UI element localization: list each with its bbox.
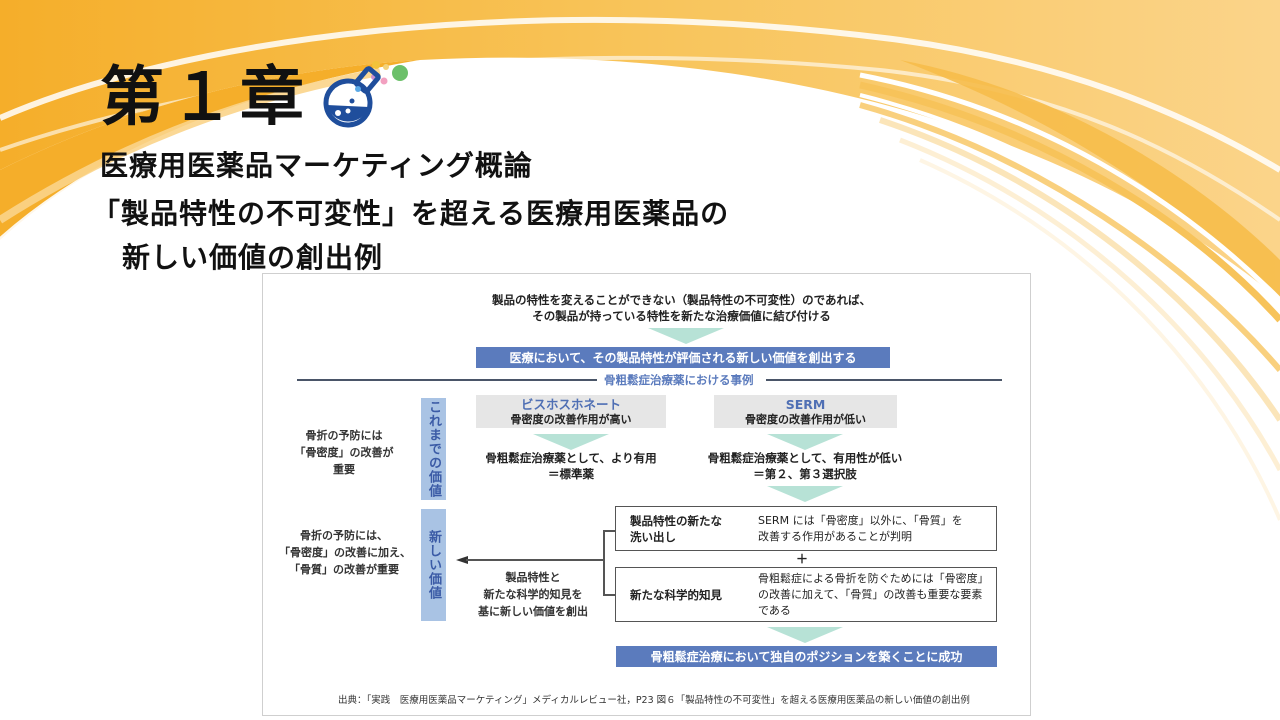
arrow-line bbox=[466, 559, 603, 561]
section-label: 骨粗鬆症治療薬における事例 bbox=[604, 373, 754, 387]
old-note-line: 「骨密度」の改善が bbox=[294, 446, 394, 459]
caption-line: 新たな科学的知見を bbox=[483, 588, 583, 601]
drug-result-bisphosphonate: 骨粗鬆症治療薬として、より有用 ＝標準薬 bbox=[466, 450, 676, 482]
drug-name: ビスホスホネート bbox=[520, 397, 621, 412]
value-creation-diagram: 製品の特性を変えることができない（製品特性の不可変性）のであれば、 その製品が持… bbox=[262, 273, 1031, 716]
down-arrow-icon bbox=[533, 434, 609, 450]
result-line: ＝標準薬 bbox=[548, 467, 594, 481]
new-note-line: 骨折の予防には、 bbox=[300, 529, 388, 542]
chapter-title: 第１章 bbox=[100, 61, 310, 135]
subtitle-line-1: 医療用医薬品マーケティング概論 bbox=[100, 149, 533, 182]
product-feature-box: 製品特性の新たな 洗い出し SERM には「骨密度」以外に、「骨質」を 改善する… bbox=[615, 506, 997, 551]
flask-icon bbox=[323, 61, 408, 128]
bracket-line bbox=[603, 594, 615, 596]
value-line: 骨粗鬆症による骨折を防ぐためには「骨密度」 bbox=[758, 572, 989, 585]
down-arrow-icon bbox=[767, 627, 843, 643]
section-rule-left bbox=[297, 379, 597, 381]
drug-result-serm: 骨粗鬆症治療薬として、有用性が低い ＝第２、第３選択肢 bbox=[695, 450, 915, 482]
box-key: 製品特性の新たな 洗い出し bbox=[630, 513, 722, 545]
new-value-label: 新しい価値 bbox=[421, 509, 446, 621]
value-line: 改善する作用があることが判明 bbox=[758, 530, 912, 543]
top-banner: 医療において、その製品特性が評価される新しい価値を創出する bbox=[476, 347, 890, 368]
old-value-label: これまでの価値 bbox=[421, 398, 446, 500]
value-line: である bbox=[758, 604, 791, 617]
subtitle-line-2: 「製品特性の不可変性」を超える医療用医薬品の bbox=[92, 197, 730, 230]
plus-sign: ＋ bbox=[796, 552, 809, 566]
subtitle-line-3: 新しい価値の創出例 bbox=[122, 241, 384, 274]
bottom-banner: 骨粗鬆症治療において独自のポジションを築くことに成功 bbox=[616, 646, 997, 667]
down-arrow-icon bbox=[648, 328, 724, 344]
down-arrow-icon bbox=[767, 486, 843, 502]
box-value: 骨粗鬆症による骨折を防ぐためには「骨密度」 の改善に加えて、「骨質」の改善も重要… bbox=[758, 571, 989, 619]
old-note-line: 重要 bbox=[333, 463, 355, 476]
drug-name: SERM bbox=[785, 397, 826, 412]
box-key: 新たな科学的知見 bbox=[630, 588, 722, 602]
caption-line: 製品特性と bbox=[505, 571, 561, 584]
bracket-line bbox=[603, 530, 605, 595]
scientific-finding-box: 新たな科学的知見 骨粗鬆症による骨折を防ぐためには「骨密度」 の改善に加えて、「… bbox=[615, 567, 997, 622]
result-line: ＝第２、第３選択肢 bbox=[753, 467, 857, 481]
caption-line: 基に新しい価値を創出 bbox=[478, 605, 588, 618]
down-arrow-icon bbox=[767, 434, 843, 450]
chapter-header: 第１章 bbox=[100, 61, 410, 135]
top-banner-text: 医療において、その製品特性が評価される新しい価値を創出する bbox=[509, 351, 857, 365]
intro-text: 製品の特性を変えることができない（製品特性の不可変性）のであれば、 その製品が持… bbox=[263, 292, 1030, 324]
value-line: の改善に加えて、「骨質」の改善も重要な要素 bbox=[758, 588, 983, 601]
left-arrow-icon bbox=[456, 556, 468, 564]
source-citation: 出典：「実践 医療用医薬品マーケティング」メディカルレビュー社，P23 図６「製… bbox=[338, 695, 970, 706]
new-note-line: 「骨密度」の改善に加え、 bbox=[279, 546, 411, 559]
box-value: SERM には「骨密度」以外に、「骨質」を 改善する作用があることが判明 bbox=[758, 513, 963, 545]
new-value-note: 骨折の予防には、 「骨密度」の改善に加え、 「骨質」の改善が重要 bbox=[279, 527, 411, 578]
key-line: 製品特性の新たな bbox=[630, 514, 722, 528]
bottom-banner-text: 骨粗鬆症治療において独自のポジションを築くことに成功 bbox=[650, 650, 963, 664]
old-note-line: 骨折の予防には bbox=[305, 429, 383, 442]
intro-line-1: 製品の特性を変えることができない（製品特性の不可変性）のであれば、 bbox=[491, 293, 872, 307]
intro-line-2: その製品が持っている特性を新たな治療価値に結び付ける bbox=[532, 309, 831, 323]
arrow-caption: 製品特性と 新たな科学的知見を 基に新しい価値を創出 bbox=[463, 569, 603, 620]
drug-box-serm: SERM 骨密度の改善作用が低い bbox=[714, 395, 897, 428]
drug-property: 骨密度の改善作用が高い bbox=[510, 413, 632, 426]
old-value-note: 骨折の予防には 「骨密度」の改善が 重要 bbox=[289, 427, 399, 478]
result-line: 骨粗鬆症治療薬として、有用性が低い bbox=[707, 451, 903, 465]
new-note-line: 「骨質」の改善が重要 bbox=[289, 563, 399, 576]
result-line: 骨粗鬆症治療薬として、より有用 bbox=[485, 451, 657, 465]
section-rule-right bbox=[766, 379, 1002, 381]
drug-box-bisphosphonate: ビスホスホネート 骨密度の改善作用が高い bbox=[476, 395, 666, 428]
key-line: 洗い出し bbox=[630, 530, 676, 544]
drug-property: 骨密度の改善作用が低い bbox=[745, 413, 866, 426]
value-line: SERM には「骨密度」以外に、「骨質」を bbox=[758, 514, 963, 527]
bracket-line bbox=[603, 530, 615, 532]
